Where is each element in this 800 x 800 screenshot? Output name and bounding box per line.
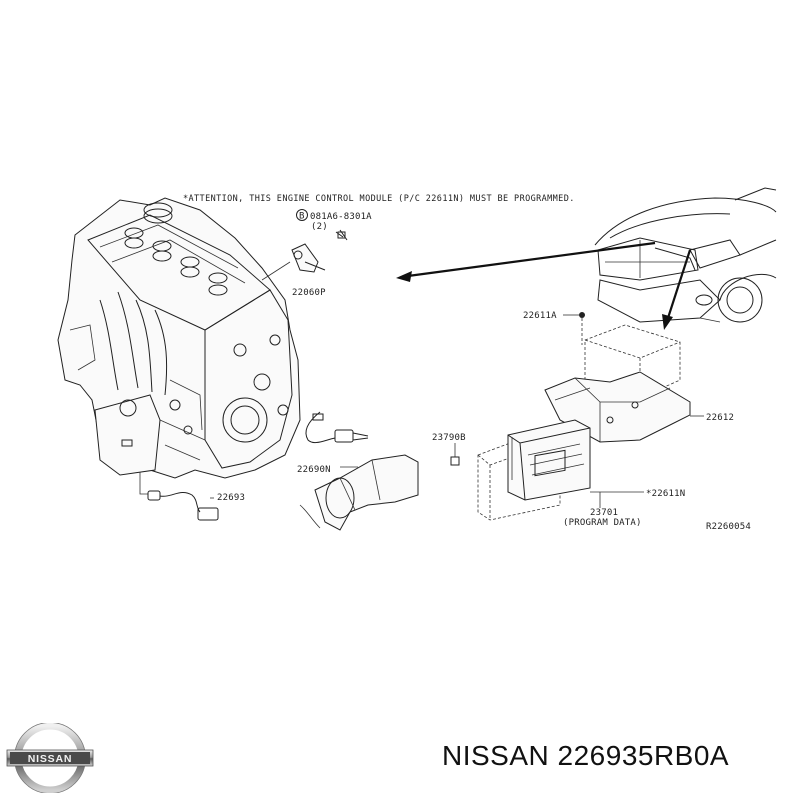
exhaust-pipe	[299, 454, 419, 531]
part-number-caption: NISSAN 226935RB0A	[442, 740, 730, 771]
label-22693: 22693	[217, 493, 245, 503]
vehicle-front-illustration	[594, 187, 777, 323]
bolt-part-label: 081A6-8301A	[310, 212, 372, 222]
label-22690N: 22690N	[297, 465, 331, 475]
label-23790B: 23790B	[432, 433, 466, 443]
engine-illustration	[57, 197, 301, 479]
pointer-arrows	[396, 241, 692, 330]
bolt-qty-label: (2)	[311, 222, 328, 232]
bolt-callout: B 081A6-8301A (2)	[296, 209, 372, 241]
bolt-circle-letter: B	[299, 212, 305, 222]
program-data-callout: 23701 (PROGRAM DATA)	[563, 492, 642, 528]
label-22060P: 22060P	[292, 288, 326, 298]
oxygen-sensor-lower: 22693	[139, 472, 245, 521]
ecm-module: *22611N	[477, 419, 685, 521]
label-22611A: 22611A	[523, 311, 557, 321]
label-23701: 23701	[590, 508, 618, 518]
diagram-reference: R2260054	[706, 522, 751, 532]
attention-note: *ATTENTION, THIS ENGINE CONTROL MODULE (…	[183, 194, 575, 204]
label-22612: 22612	[706, 413, 734, 423]
label-22611N: *22611N	[646, 489, 685, 499]
nissan-logo: NISSAN	[6, 723, 94, 793]
label-program-data: (PROGRAM DATA)	[563, 518, 642, 528]
ecm-bolt-22611A: 22611A	[523, 311, 585, 345]
logo-text: NISSAN	[28, 753, 72, 765]
oxygen-sensor-upper: 22690N	[297, 411, 369, 475]
screw-23790B: 23790B	[432, 433, 466, 466]
sensor-bracket-22060P: 22060P	[261, 243, 326, 298]
